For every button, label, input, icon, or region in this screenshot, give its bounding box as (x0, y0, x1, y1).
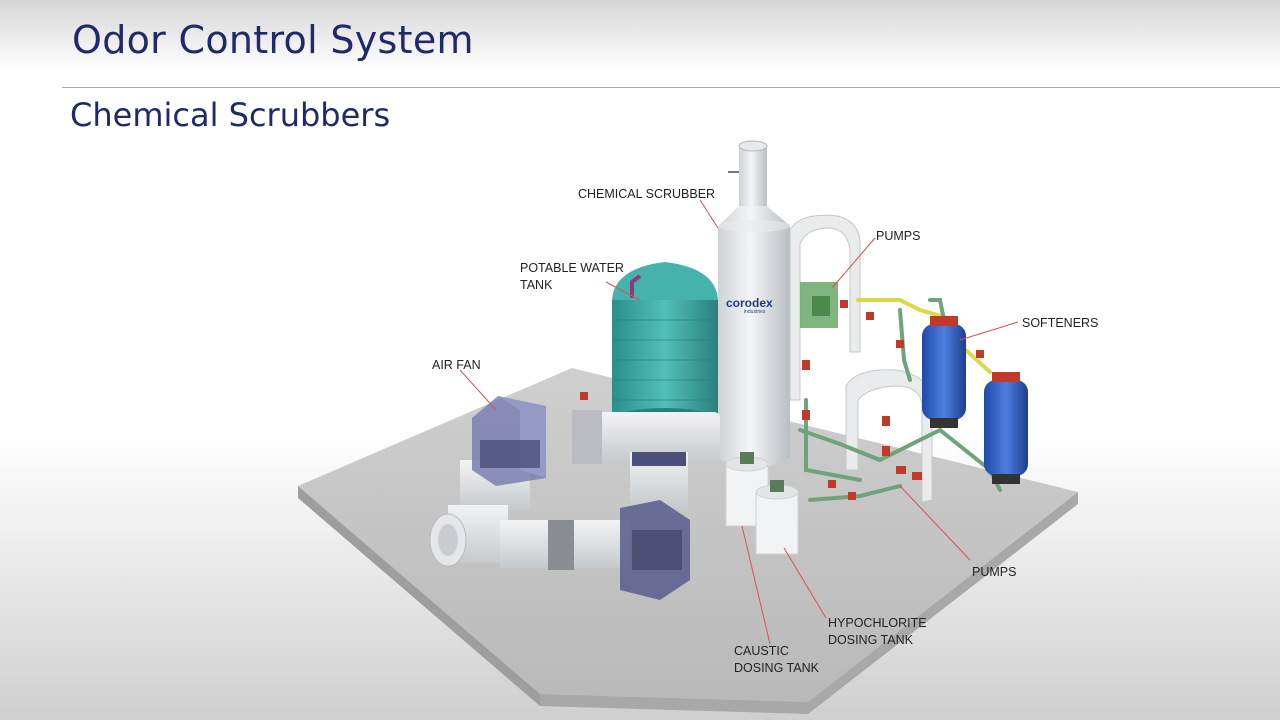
leader-lines (459, 199, 1019, 645)
chemical-scrubber-tower (718, 140, 790, 468)
label-hypochlorite-dosing-tank: HYPOCHLORITE DOSING TANK (828, 616, 927, 647)
label-pumps-bottom: PUMPS (972, 565, 1017, 579)
label-potable-water-tank: POTABLE WATER TANK (520, 261, 624, 292)
label-softeners: SOFTENERS (1022, 316, 1099, 330)
softener-tank-2 (984, 372, 1028, 484)
air-fan-housing (472, 396, 690, 600)
label-caustic-dosing-tank: CAUSTIC DOSING TANK (734, 644, 819, 675)
potable-water-tank (612, 262, 718, 432)
air-duct (429, 410, 720, 570)
label-air-fan: AIR FAN (432, 358, 481, 372)
label-chemical-scrubber: CHEMICAL SCRUBBER (578, 187, 716, 201)
page-title: Odor Control System (72, 18, 474, 62)
title-divider (62, 87, 1280, 88)
pump-frame-top (789, 214, 861, 401)
softener-tank-1 (922, 316, 966, 428)
brand-logo: corodex (726, 296, 773, 310)
brand-tagline: industries (744, 309, 766, 315)
label-pumps-top: PUMPS (876, 229, 921, 243)
page-subtitle: Chemical Scrubbers (70, 96, 391, 134)
hypochlorite-dosing-tank (755, 480, 799, 555)
